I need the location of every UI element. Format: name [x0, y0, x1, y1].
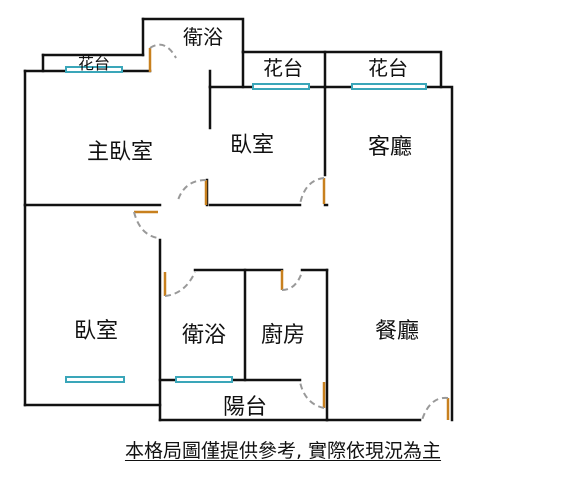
window: [65, 376, 125, 383]
room-label-kitchen: 廚房: [261, 323, 305, 348]
window: [175, 376, 233, 383]
room-label-bathroom-top: 衛浴: [183, 25, 223, 49]
doors: [134, 48, 450, 420]
room-label-planter-right: 花台: [368, 56, 408, 80]
room-label-bedroom-bottom: 臥室: [74, 319, 118, 344]
room-labels: 衛浴 花台 花台 花台 主臥室 臥室 客廳 臥室 衛浴 廚房 餐廳 陽台: [74, 25, 419, 420]
disclaimer-caption: 本格局圖僅提供參考, 實際依現況為主: [0, 436, 566, 463]
door-swing: [164, 271, 196, 297]
door-swing: [299, 381, 325, 409]
door-swing: [133, 211, 159, 239]
window: [65, 66, 123, 73]
door-swing: [299, 177, 325, 205]
door-swing: [177, 179, 207, 201]
room-label-balcony: 陽台: [223, 395, 267, 420]
floor-plan: 衛浴 花台 花台 花台 主臥室 臥室 客廳 臥室 衛浴 廚房 餐廳 陽台: [23, 17, 454, 422]
room-label-bathroom-bottom: 衛浴: [182, 323, 226, 348]
room-label-dining-room: 餐廳: [375, 319, 419, 344]
door-swing: [421, 396, 449, 421]
window: [351, 83, 427, 90]
door-swing: [281, 271, 303, 291]
windows: [65, 66, 427, 383]
room-label-planter-mid: 花台: [263, 56, 303, 80]
room-label-bedroom-top: 臥室: [230, 133, 274, 158]
door-swing: [149, 43, 177, 59]
room-label-master-bedroom: 主臥室: [87, 140, 153, 165]
door-swings: [133, 43, 449, 421]
disclaimer-text: 本格局圖僅提供參考, 實際依現況為主: [124, 440, 442, 462]
room-label-living-room: 客廳: [368, 135, 412, 160]
window: [252, 83, 310, 90]
room-label-planter-small: 花台: [78, 54, 110, 73]
